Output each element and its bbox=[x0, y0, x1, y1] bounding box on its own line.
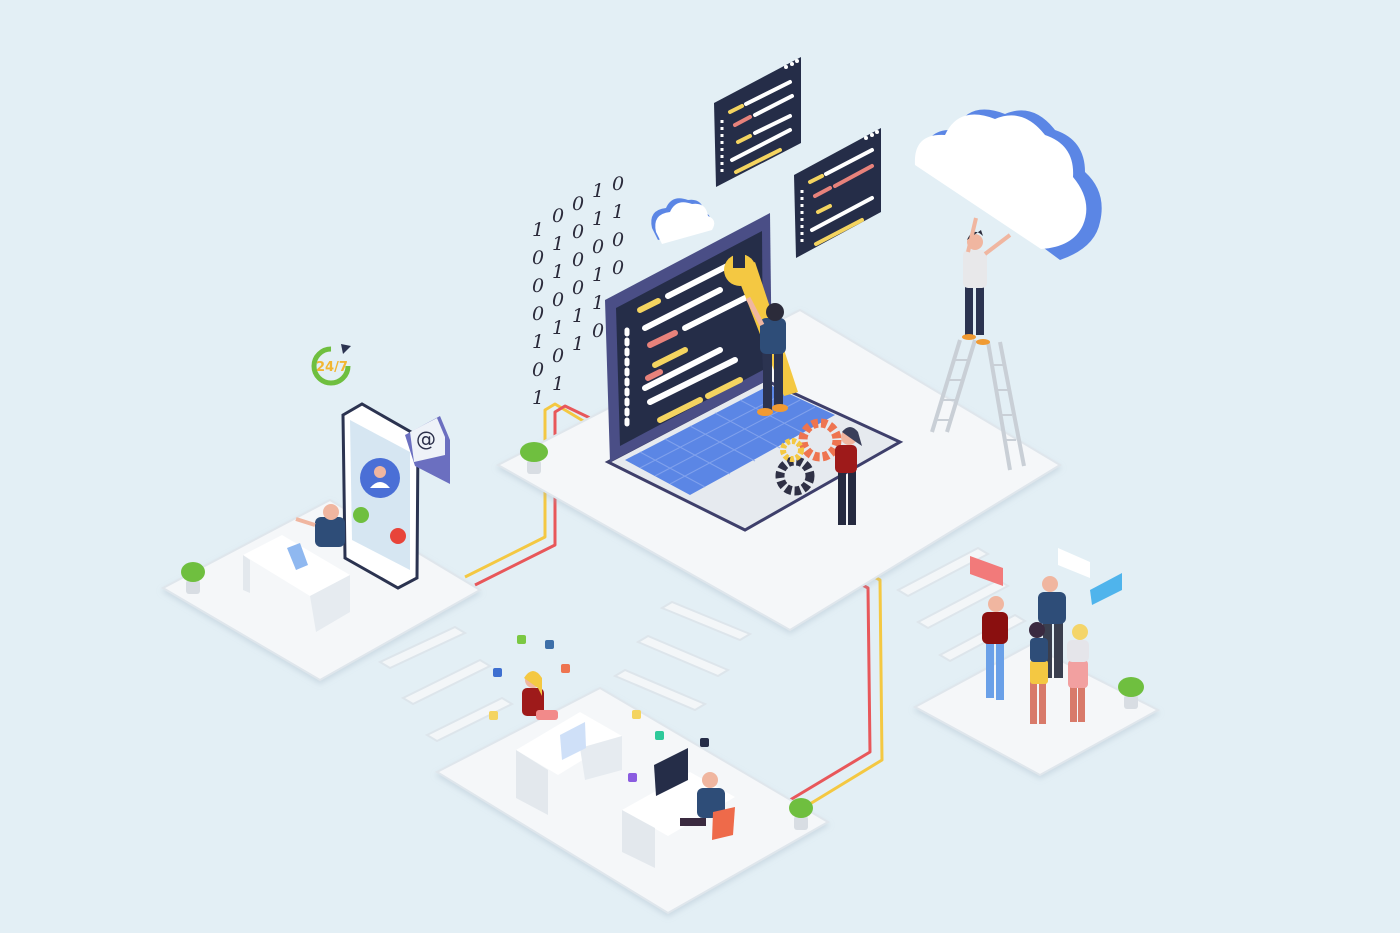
binary-digit: 1 bbox=[532, 387, 544, 409]
binary-digit: 1 bbox=[532, 219, 544, 241]
binary-digit: 0 bbox=[612, 229, 624, 251]
engineer-figure bbox=[745, 296, 788, 416]
team-member-blonde bbox=[1067, 624, 1089, 722]
code-window-1 bbox=[714, 57, 801, 187]
binary-digit: 0 bbox=[612, 173, 624, 195]
binary-digit: 1 bbox=[592, 264, 604, 286]
email-at-symbol: @ bbox=[416, 427, 436, 451]
code-window-2 bbox=[794, 128, 881, 258]
binary-digit: 1 bbox=[592, 292, 604, 314]
platform-office bbox=[434, 686, 830, 915]
plant-icon bbox=[520, 442, 548, 474]
binary-digit: 0 bbox=[572, 249, 584, 271]
speech-bubble-red bbox=[970, 556, 1003, 586]
office-worker-woman bbox=[522, 671, 558, 720]
binary-digit: 0 bbox=[552, 345, 564, 367]
speech-bubbles bbox=[970, 548, 1122, 605]
binary-digit: 1 bbox=[612, 201, 624, 223]
plant-icon bbox=[789, 798, 813, 830]
binary-digit: 1 bbox=[552, 317, 564, 339]
support-badge-text: 24/7 bbox=[316, 360, 348, 375]
binary-digit: 1 bbox=[592, 180, 604, 202]
binary-digit: 0 bbox=[572, 193, 584, 215]
floating-slabs bbox=[377, 546, 1028, 743]
phone-device bbox=[341, 402, 420, 590]
binary-digit: 1 bbox=[552, 261, 564, 283]
plant-icon bbox=[1118, 677, 1144, 709]
decline-call-icon bbox=[390, 528, 406, 544]
office-worker-man bbox=[680, 772, 735, 840]
gears-icon bbox=[775, 418, 842, 496]
laptop-screen bbox=[616, 231, 763, 446]
laptop-keyboard bbox=[625, 385, 835, 495]
binary-digit: 1 bbox=[532, 331, 544, 353]
binary-digit: 1 bbox=[572, 333, 584, 355]
office-app-icons bbox=[489, 635, 709, 782]
team-members bbox=[982, 576, 1089, 724]
team-member-yellow-skirt bbox=[1029, 622, 1048, 724]
binary-digit: 0 bbox=[572, 221, 584, 243]
wire-red-left bbox=[474, 404, 616, 587]
ladder bbox=[930, 339, 1026, 471]
speech-bubble-white bbox=[1058, 548, 1090, 578]
laptop-code-lines bbox=[624, 259, 748, 428]
plant-icon bbox=[181, 562, 205, 594]
binary-digit: 1 bbox=[592, 208, 604, 230]
binary-digit: 0 bbox=[532, 303, 544, 325]
support-desk bbox=[243, 535, 350, 632]
email-icon: @ bbox=[405, 416, 450, 484]
large-cloud-icon bbox=[914, 109, 1102, 260]
binary-digit: 1 bbox=[552, 373, 564, 395]
cloud-holder-figure bbox=[962, 217, 1012, 345]
binary-digit: 1 bbox=[552, 233, 564, 255]
binary-digit: 1 bbox=[572, 305, 584, 327]
support-agent-figure bbox=[295, 504, 345, 547]
binary-digit: 0 bbox=[532, 359, 544, 381]
binary-digit: 0 bbox=[552, 205, 564, 227]
binary-digit: 0 bbox=[572, 277, 584, 299]
woman-with-gears-figure bbox=[835, 427, 862, 525]
support-badge-24-7: 24/7 bbox=[311, 344, 351, 386]
binary-digit: 0 bbox=[552, 289, 564, 311]
binary-digit: 0 bbox=[592, 320, 604, 342]
binary-digit: 0 bbox=[592, 236, 604, 258]
accept-call-icon bbox=[353, 507, 369, 523]
binary-digit: 0 bbox=[532, 247, 544, 269]
binary-stream: 1 0 0 0 1 0 1 0 1 1 0 1 0 1 0 0 0 0 1 1 … bbox=[532, 173, 624, 409]
speech-bubble-blue bbox=[1090, 573, 1122, 605]
wire-yellow-left bbox=[464, 402, 611, 579]
laptop bbox=[604, 213, 904, 532]
binary-digit: 0 bbox=[612, 257, 624, 279]
office-desk-left bbox=[516, 712, 622, 815]
small-cloud-icon bbox=[651, 198, 715, 244]
binary-digit: 0 bbox=[532, 275, 544, 297]
team-member-red-shirt bbox=[982, 596, 1008, 700]
